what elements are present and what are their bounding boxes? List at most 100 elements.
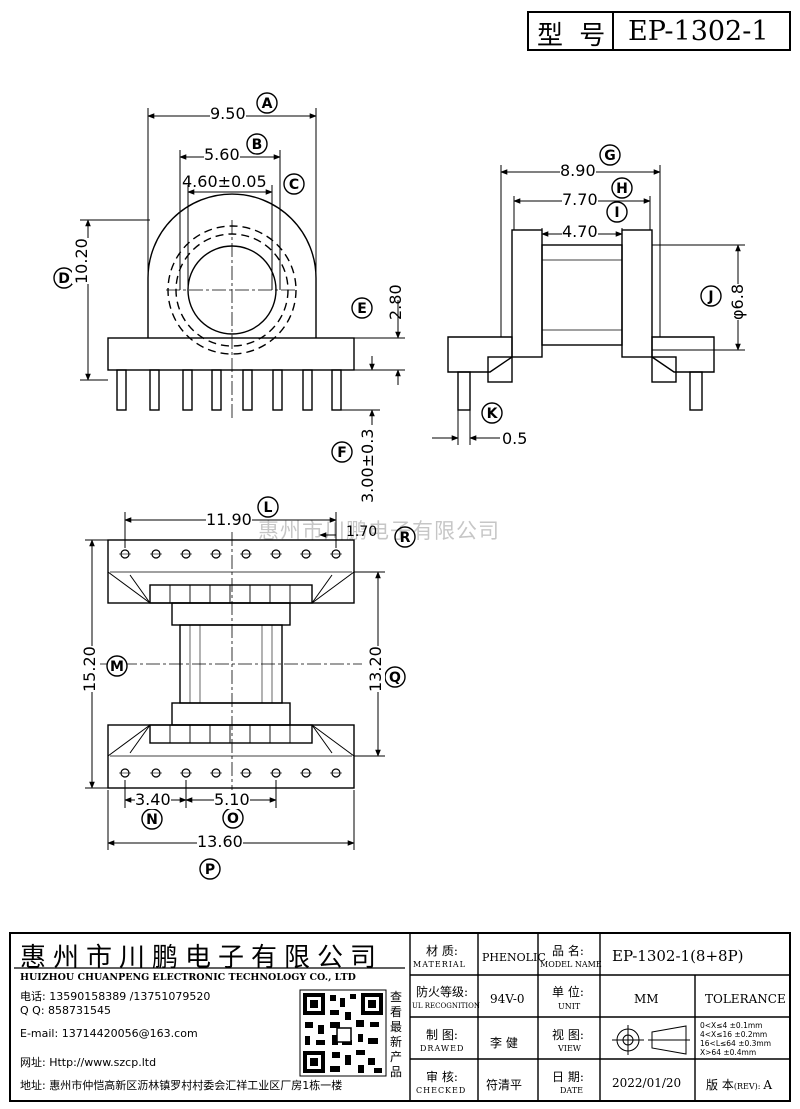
view-label-en: VIEW (558, 1044, 581, 1053)
dim-letter-p: P (199, 858, 221, 880)
header-box (527, 11, 791, 51)
dim-g-value: 8.90 (560, 161, 596, 180)
revision-label-text: 版 本 (706, 1078, 734, 1092)
date-label-en: DATE (560, 1086, 583, 1095)
ul-label: 防火等级: (416, 985, 469, 999)
company-phone: 电话: 13590158389 /13751079520 (20, 990, 211, 1003)
dim-letter-l: L (257, 496, 279, 518)
svg-text:E: E (357, 301, 367, 317)
dim-j-value: φ6.8 (728, 284, 747, 320)
company-website[interactable]: 网址: Http://www.szcp.ltd (20, 1056, 157, 1069)
ul-value: 94V-0 (490, 992, 525, 1006)
svg-text:Q: Q (389, 670, 401, 686)
dim-q-value: 13.20 (366, 646, 385, 692)
dim-letter-c: C (283, 173, 305, 195)
svg-text:C: C (289, 177, 299, 193)
checked-label-en: CHECKED (416, 1086, 467, 1095)
dim-letter-q: Q (384, 666, 406, 688)
dim-f-value: 3.00±0.3 (358, 428, 377, 503)
model-name-value: EP-1302-1(8+8P) (612, 947, 744, 965)
dim-c-value: 4.60±0.05 (182, 172, 267, 191)
svg-text:A: A (262, 96, 273, 112)
tolerance-label: TOLERANCE (705, 992, 786, 1006)
material-label: 材 质: (426, 944, 458, 958)
watermark: 惠州市川鹏电子有限公司 (258, 519, 500, 543)
dim-letter-j: J (700, 285, 722, 307)
svg-text:N: N (146, 812, 158, 828)
drawn-label-en: DRAWED (420, 1044, 465, 1053)
dim-m-value: 15.20 (80, 646, 99, 692)
svg-text:J: J (707, 289, 713, 305)
model-name-label-en: MODEL NAME (540, 960, 602, 969)
dim-n-value: 3.40 (135, 790, 171, 809)
dim-letter-e: E (351, 297, 373, 319)
dim-a-value: 9.50 (210, 104, 246, 123)
revision-label: 版 本(REV):A (706, 1076, 772, 1093)
dim-letter-m: M (106, 655, 128, 677)
checked-value: 符清平 (486, 1078, 523, 1092)
dim-letter-d: D (53, 267, 75, 289)
revision-value: A (763, 1078, 773, 1092)
dim-h-value: 7.70 (562, 190, 598, 209)
unit-value: MM (634, 992, 659, 1006)
tol-line-3: 16<L≤64 ±0.3mm (700, 1039, 772, 1048)
model-name-label: 品 名: (552, 944, 584, 958)
unit-label: 单 位: (552, 985, 584, 999)
drawn-label: 制 图: (426, 1028, 458, 1042)
dim-r-value: 1.70 (346, 524, 378, 540)
dim-i-value: 4.70 (562, 222, 598, 241)
dim-letter-a: A (256, 92, 278, 114)
company-name-en: HUIZHOU CHUANPENG ELECTRONIC TECHNOLOGY … (20, 972, 356, 983)
dim-p-value: 13.60 (197, 832, 243, 851)
svg-text:R: R (400, 530, 411, 546)
dim-letter-h: H (611, 177, 633, 199)
company-qq: Q Q: 858731545 (20, 1004, 112, 1017)
qr-caption: 查看最新产品 (389, 990, 402, 1079)
top-view (85, 512, 385, 850)
svg-text:M: M (110, 659, 124, 675)
dim-e-value: 2.80 (386, 284, 405, 320)
front-view (80, 108, 405, 425)
date-value: 2022/01/20 (612, 1076, 682, 1090)
dim-l-value: 11.90 (206, 510, 252, 529)
company-address: 地址: 惠州市仲恺高新区沥林镇罗村村委会汇祥工业区厂房1栋一楼 (20, 1079, 343, 1092)
material-label-en: MATERIAL (413, 960, 466, 969)
svg-text:H: H (616, 181, 628, 197)
dim-letter-b: B (246, 133, 268, 155)
unit-label-en: UNIT (558, 1002, 581, 1011)
type-label: 型 号 (537, 21, 610, 51)
model-number: EP-1302-1 (628, 16, 769, 47)
tol-line-1: 0<X≤4 ±0.1mm (700, 1021, 763, 1030)
checked-label: 审 核: (426, 1070, 458, 1084)
company-email: E-mail: 13714420056@163.com (20, 1027, 198, 1040)
revision-label-small: (REV): (733, 1082, 761, 1091)
company-name-cn: 惠州市川鹏电子有限公司 (20, 943, 384, 973)
title-block-frame (9, 932, 791, 1102)
tol-line-2: 4<X≤16 ±0.2mm (700, 1030, 768, 1039)
ul-label-en: UL RECOGNITION (412, 1002, 481, 1010)
svg-text:B: B (252, 137, 263, 153)
projection-symbol-icon (612, 1025, 690, 1055)
svg-text:D: D (58, 271, 70, 287)
svg-text:K: K (487, 406, 499, 422)
view-label: 视 图: (552, 1028, 584, 1042)
dim-letter-n: N (141, 808, 163, 830)
dim-letter-i: I (606, 201, 628, 223)
drawn-value: 李 健 (490, 1036, 518, 1050)
svg-text:O: O (227, 811, 239, 827)
svg-text:I: I (614, 205, 619, 221)
svg-text:G: G (604, 148, 616, 164)
dim-o-value: 5.10 (214, 790, 250, 809)
qr-code-icon (299, 989, 387, 1077)
dim-d-value: 10.20 (72, 238, 91, 284)
tol-line-4: X>64 ±0.4mm (700, 1048, 757, 1057)
dim-k-value: 0.5 (502, 429, 528, 448)
dim-letter-f: F (331, 441, 353, 463)
dim-letter-k: K (481, 402, 503, 424)
dim-letter-o: O (222, 807, 244, 829)
date-label: 日 期: (552, 1070, 584, 1084)
svg-text:F: F (337, 445, 347, 461)
svg-text:P: P (205, 862, 215, 878)
dim-b-value: 5.60 (204, 145, 240, 164)
